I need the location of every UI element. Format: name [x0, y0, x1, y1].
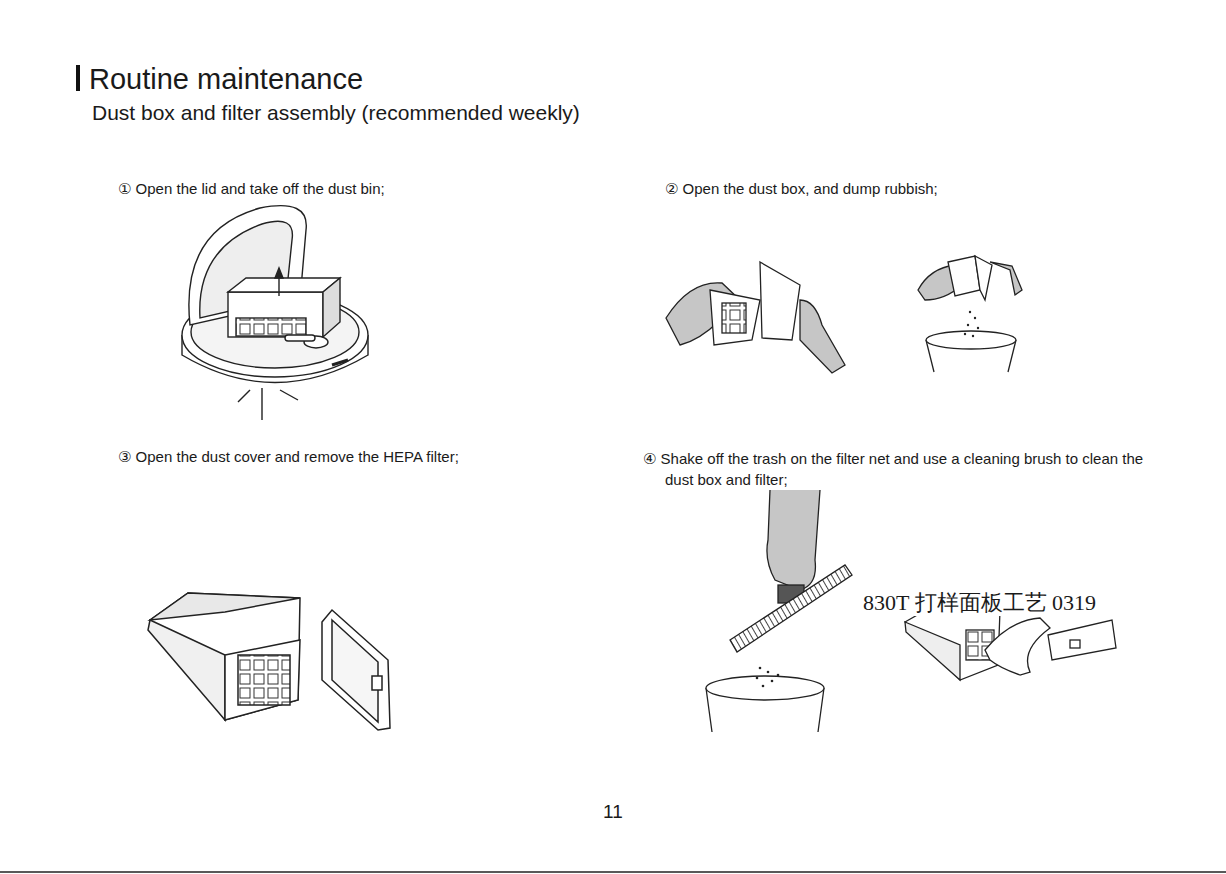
- watermark: 830T 打样面板工艺 0319: [860, 590, 1099, 616]
- trash-bin: [706, 676, 824, 732]
- step-text: ③ Open the dust cover and remove the HEP…: [118, 448, 459, 466]
- page-title: Routine maintenance: [89, 62, 363, 97]
- filter-net: [730, 565, 852, 652]
- step-text: ① Open the lid and take off the dust bin…: [118, 180, 385, 198]
- page-number: 11: [603, 801, 623, 824]
- hepa-filter: [322, 610, 390, 730]
- debris: [756, 667, 780, 688]
- step-text: ④ Shake off the trash on the filter net …: [665, 448, 1145, 490]
- dust-box: [148, 593, 300, 720]
- hands-dump-box: [918, 256, 1022, 300]
- page-rule: [0, 871, 1226, 873]
- heading-bar: [76, 65, 80, 91]
- robot-vacuum: [182, 206, 368, 420]
- step-text: ② Open the dust box, and dump rubbish;: [665, 180, 938, 198]
- debris: [964, 311, 979, 337]
- section-subtitle: Dust box and filter assembly (recommende…: [92, 100, 580, 125]
- trash-bin: [926, 331, 1016, 372]
- hands-open-box: [666, 262, 845, 373]
- lift-arrow: [275, 268, 283, 296]
